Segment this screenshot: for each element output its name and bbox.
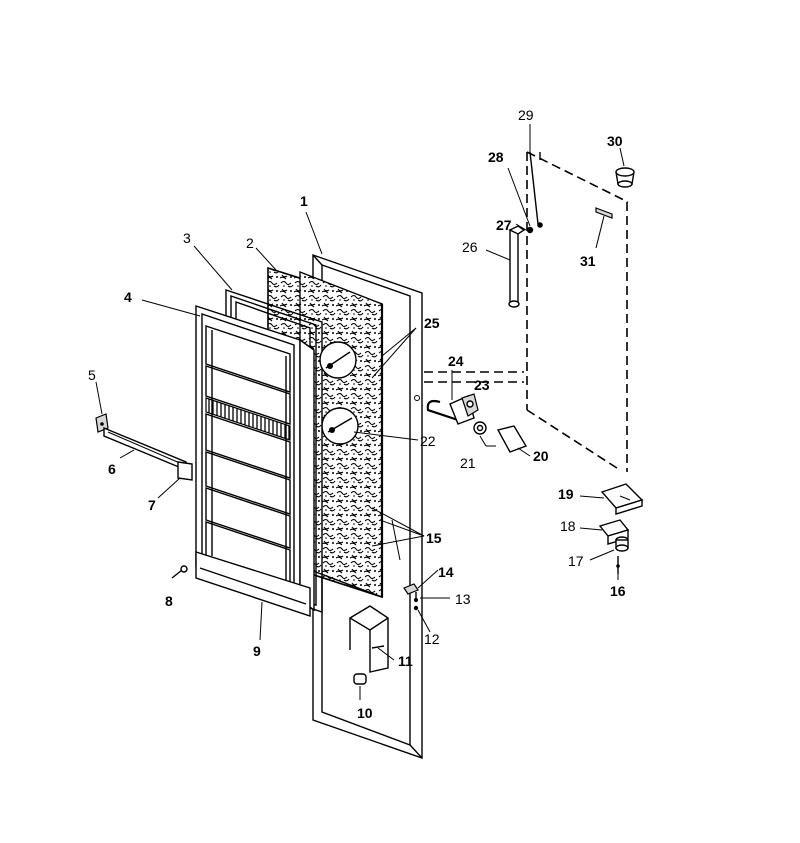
callout-5: 5	[88, 367, 96, 383]
part-14-washer	[403, 583, 419, 595]
part-6-shelf-rail	[103, 426, 187, 472]
part-27-hinge-screw	[526, 226, 534, 234]
part-18-hinge-bracket	[598, 519, 630, 545]
callout-14: 14	[438, 564, 454, 580]
part-12-nut	[413, 605, 419, 611]
callout-4: 4	[124, 289, 132, 305]
part-16-pin	[616, 556, 620, 574]
part-11-hinge-cover	[348, 605, 389, 673]
callout-2: 2	[246, 235, 254, 251]
part-9-bottom-trim	[195, 551, 311, 617]
callout-28: 28	[488, 149, 504, 165]
part-8-screw	[171, 565, 188, 579]
part-21-washer	[473, 421, 487, 435]
callout-31: 31	[580, 253, 596, 269]
part-5-bracket	[95, 413, 109, 433]
part-23-handle-mount	[461, 393, 479, 417]
callout-12: 12	[424, 631, 440, 647]
part-26-hinge-rod	[508, 225, 526, 308]
part-25-knob-detail	[319, 341, 357, 379]
callout-21: 21	[460, 455, 476, 471]
callout-18: 18	[560, 518, 576, 534]
part-17-bushing	[615, 536, 629, 552]
callout-13: 13	[455, 591, 471, 607]
part-30-cap-plug	[615, 167, 635, 188]
callout-25: 25	[424, 315, 440, 331]
callout-16: 16	[610, 583, 626, 599]
callout-3: 3	[183, 230, 191, 246]
callout-6: 6	[108, 461, 116, 477]
callout-labels: 1 2 3 4 5 6 7 8 9 10 11 12 13 14 15 16 1…	[88, 107, 626, 721]
part-4-door-liner	[195, 305, 315, 612]
part-19-bottom-hinge	[600, 483, 644, 515]
door-shelves	[205, 325, 291, 589]
part-29-top-hinge	[529, 151, 541, 225]
callout-1: 1	[300, 193, 308, 209]
callout-7: 7	[148, 497, 156, 513]
callout-19: 19	[558, 486, 574, 502]
callout-10: 10	[357, 705, 373, 721]
part-31-tab	[595, 207, 613, 219]
part-22-knob-detail	[321, 407, 359, 445]
leader-lines	[95, 124, 625, 700]
callout-15: 15	[426, 530, 442, 546]
callout-22: 22	[420, 433, 436, 449]
callout-30: 30	[607, 133, 623, 149]
part-7-rail-end-cap	[177, 461, 193, 481]
callout-29: 29	[518, 107, 534, 123]
cabinet-outline	[424, 151, 629, 472]
callout-26: 26	[462, 239, 478, 255]
part-13-pin	[414, 592, 418, 602]
callout-9: 9	[253, 643, 261, 659]
callout-20: 20	[533, 448, 549, 464]
part-20-cap	[496, 425, 528, 453]
callout-11: 11	[398, 653, 413, 669]
callout-23: 23	[474, 377, 490, 393]
callout-27: 27	[496, 217, 512, 233]
callout-17: 17	[568, 553, 584, 569]
callout-24: 24	[448, 353, 464, 369]
part-10-foot	[353, 673, 367, 685]
part-15-door-panel-leaders	[371, 507, 425, 561]
callout-8: 8	[165, 593, 173, 609]
